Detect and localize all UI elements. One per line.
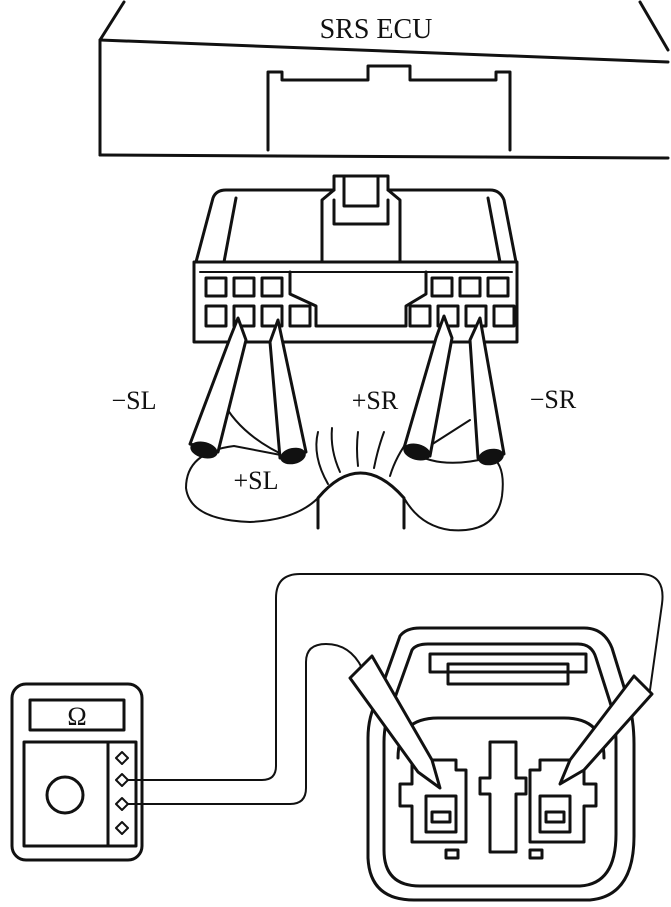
label-minus-sr: −SR — [530, 385, 577, 414]
squib-terminal-right — [528, 758, 598, 860]
squib-terminal-left — [398, 758, 468, 860]
ohmmeter-jacks — [115, 751, 129, 835]
ecu-label: SRS ECU — [320, 14, 433, 45]
ohmmeter-panel — [22, 740, 138, 848]
ohmmeter-body — [10, 682, 144, 862]
probe-squib-right — [558, 674, 654, 786]
label-minus-sl: −SL — [111, 386, 156, 415]
probe-squib-left — [348, 654, 442, 790]
connector-lock-tab — [332, 198, 390, 226]
probe-minus-sl — [188, 316, 248, 459]
squib-center-key — [478, 740, 528, 854]
ohmmeter: Ω — [10, 682, 144, 862]
ecu-connector-socket — [266, 64, 512, 152]
harness-connector — [192, 174, 519, 344]
srs-ecu-unit: SRS ECU — [98, 0, 670, 160]
probe-plus-sl — [268, 318, 308, 465]
left-terminal-cavities — [204, 276, 312, 328]
ohmmeter-display — [28, 698, 126, 732]
ohm-symbol: Ω — [67, 702, 86, 731]
label-plus-sr: +SR — [352, 386, 399, 415]
squib-probes — [348, 654, 654, 790]
probe-plus-sr — [402, 314, 454, 461]
label-plus-sl: +SL — [233, 466, 278, 495]
harness-sleeve — [316, 471, 406, 530]
probe-minus-sr — [468, 316, 506, 466]
meter-leads — [127, 573, 664, 805]
squib-connector — [366, 626, 636, 902]
ohmmeter-dial — [45, 775, 85, 815]
tester-probes — [188, 314, 506, 466]
connector-center-key — [288, 270, 428, 328]
